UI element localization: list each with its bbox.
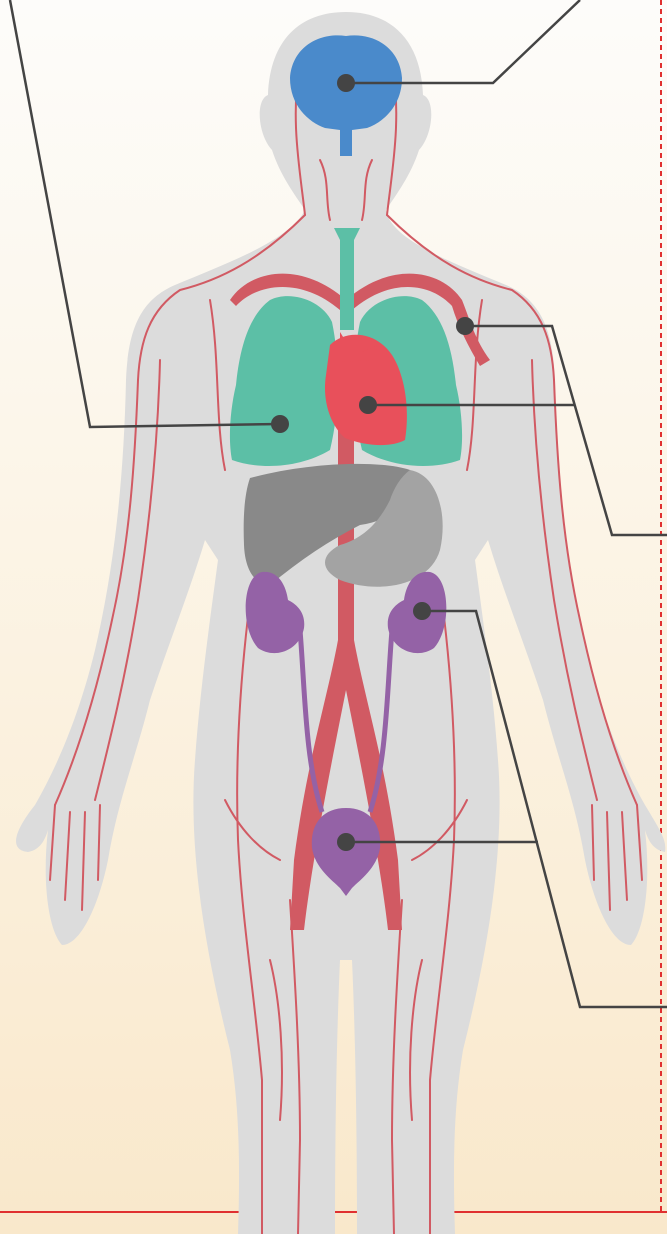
marker-lungs xyxy=(271,415,289,433)
marker-kidney xyxy=(413,602,431,620)
marker-heart xyxy=(359,396,377,414)
marker-aorta xyxy=(456,317,474,335)
marker-bladder xyxy=(337,833,355,851)
marker-brain xyxy=(337,74,355,92)
